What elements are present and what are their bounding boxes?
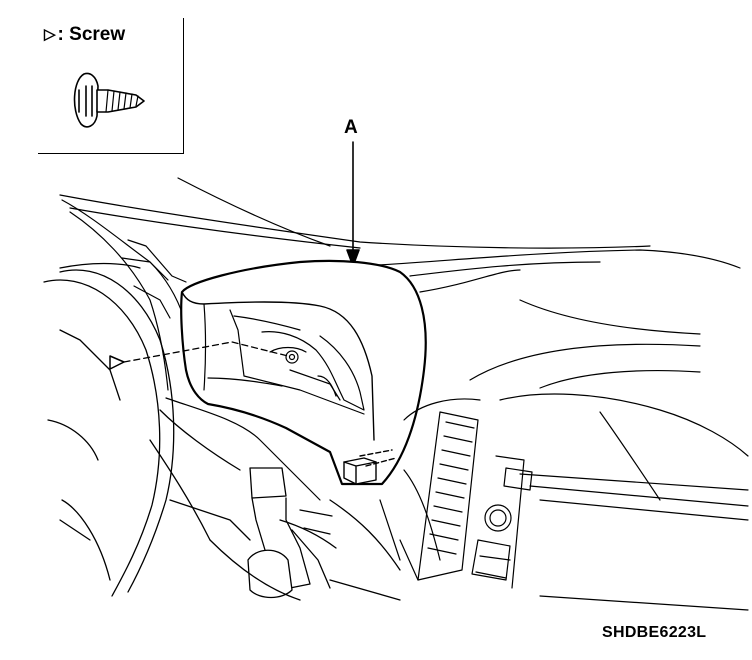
callout-a-arrow	[346, 141, 360, 267]
screw-marker-icon	[109, 355, 125, 370]
callout-a-label: A	[344, 117, 358, 138]
figure-code: SHDBE6223L	[602, 624, 707, 641]
lower-dash	[165, 397, 441, 561]
instrument-cluster	[207, 309, 365, 415]
screw-icon	[73, 72, 145, 128]
steering-wheel	[43, 269, 175, 597]
legend-label: ▷: Screw	[44, 24, 125, 46]
dashboard-top-lines	[59, 177, 741, 293]
center-console	[469, 299, 749, 611]
screw-location-line	[123, 341, 289, 363]
left-pillar	[59, 199, 187, 391]
legend-box	[38, 18, 184, 154]
hood-clip	[343, 449, 397, 485]
screw-legend-symbol: ▷	[44, 26, 56, 43]
center-vent	[399, 398, 481, 581]
steering-column	[61, 409, 401, 601]
legend-text: : Screw	[57, 24, 126, 45]
